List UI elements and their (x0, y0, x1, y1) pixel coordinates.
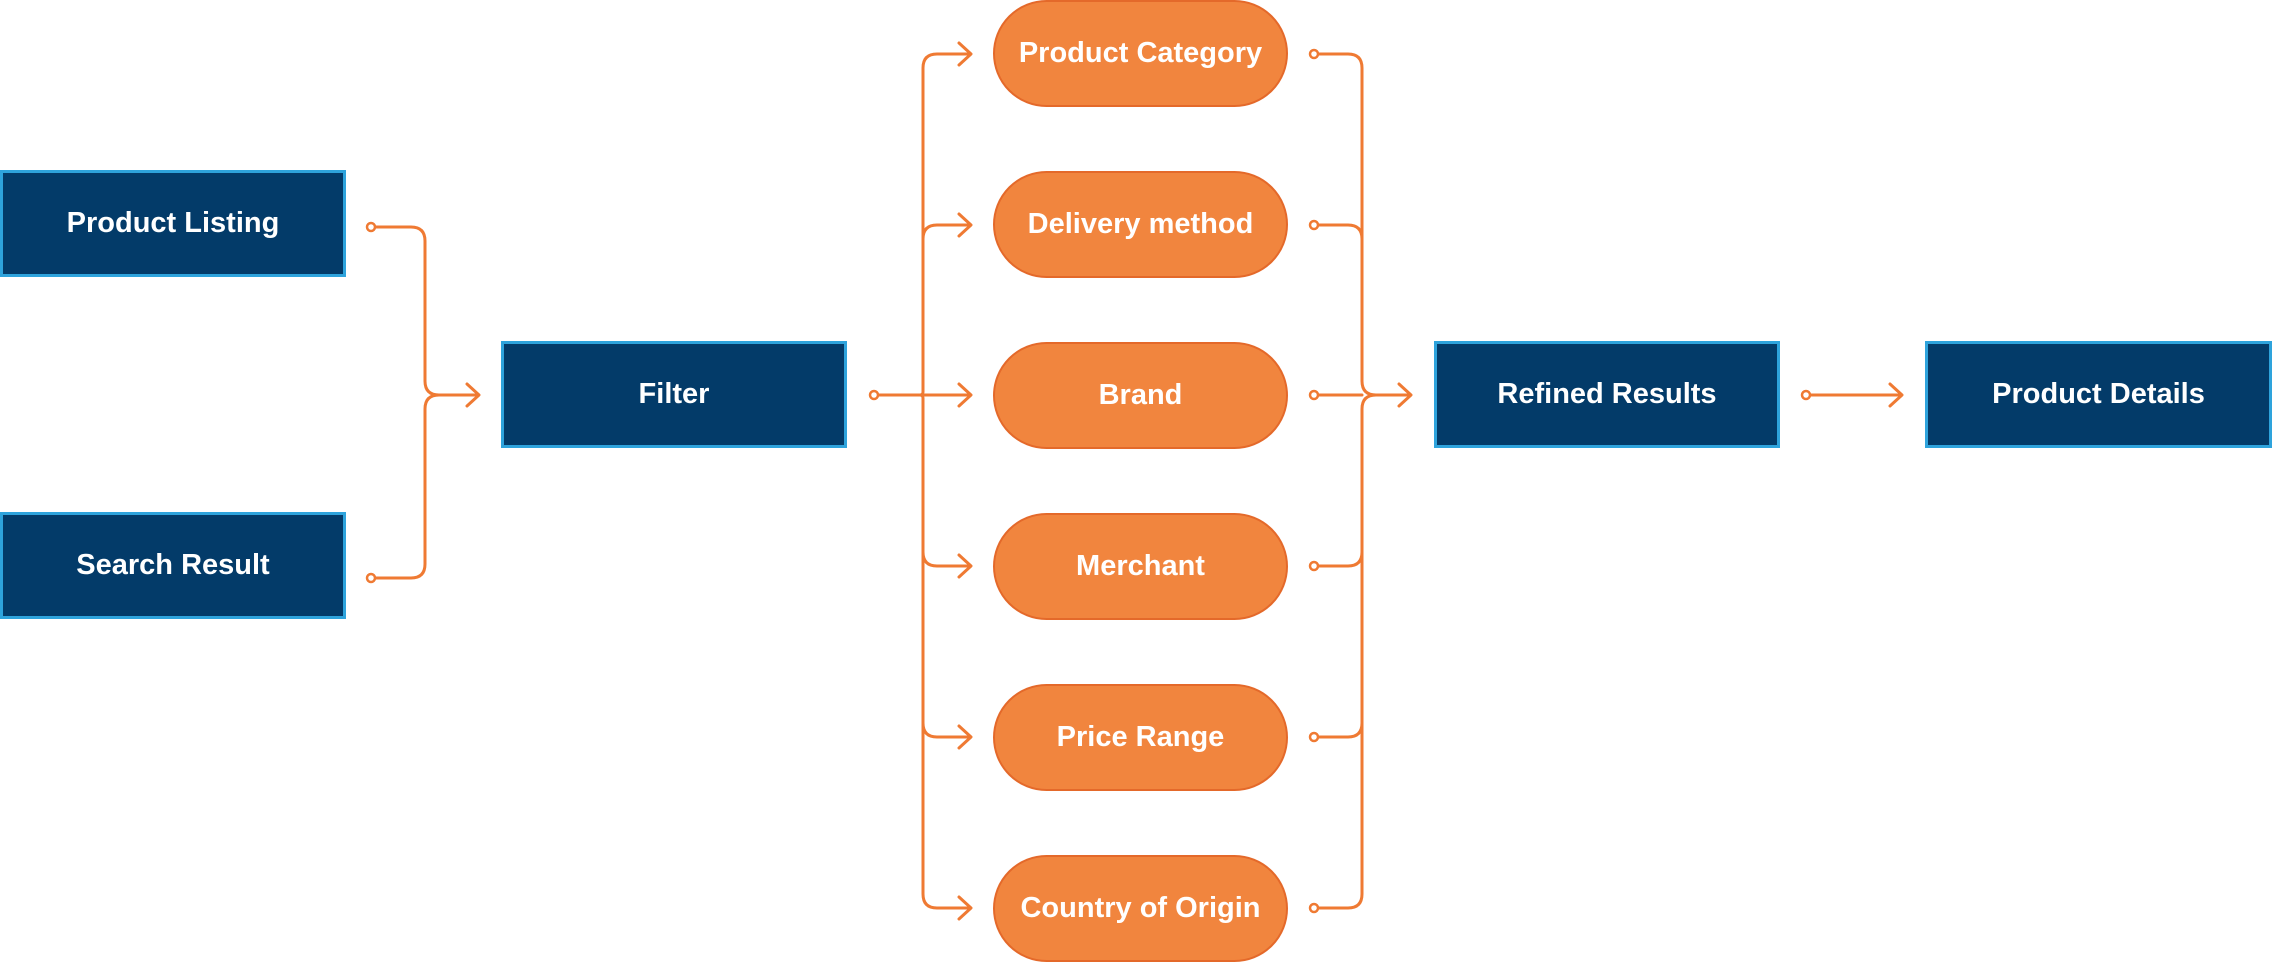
search-result-label: Search Result (76, 549, 270, 581)
connector-listing-to-filter (369, 225, 480, 397)
filter-option-label: Merchant (1076, 550, 1205, 582)
product-details-label: Product Details (1992, 378, 2205, 410)
arrowhead-details (1888, 382, 1904, 408)
filter-option-price-range[interactable]: Price Range (993, 684, 1288, 791)
filter-option-country-of-origin[interactable]: Country of Origin (993, 855, 1288, 962)
merge-from-merchant (1316, 550, 1364, 568)
filter-label: Filter (638, 378, 710, 410)
refined-results-node[interactable]: Refined Results (1434, 341, 1780, 448)
refined-results-label: Refined Results (1497, 378, 1717, 410)
arrowhead-refined (1397, 382, 1413, 408)
filter-option-product-category[interactable]: Product Category (993, 0, 1288, 107)
filter-option-label: Country of Origin (1020, 892, 1261, 924)
arrowheads-filter-options (957, 41, 973, 921)
product-details-node[interactable]: Product Details (1925, 341, 2272, 448)
filter-option-label: Price Range (1056, 721, 1225, 753)
filter-option-brand[interactable]: Brand (993, 342, 1288, 449)
filter-option-label: Delivery method (1027, 208, 1254, 240)
merge-from-country (1316, 393, 1378, 910)
search-result-node[interactable]: Search Result (0, 512, 346, 619)
product-listing-label: Product Listing (66, 207, 280, 239)
connector-start-dots (365, 48, 1812, 914)
filter-option-delivery-method[interactable]: Delivery method (993, 171, 1288, 278)
arrowhead-filter (465, 382, 481, 408)
filter-option-merchant[interactable]: Merchant (993, 513, 1288, 620)
connector-search-to-filter (369, 393, 441, 580)
filter-node[interactable]: Filter (501, 341, 847, 448)
branch-to-price (921, 721, 972, 739)
merge-from-delivery (1316, 223, 1364, 241)
merge-from-price (1316, 721, 1364, 739)
branch-to-delivery (921, 223, 972, 241)
filter-option-label: Product Category (1018, 37, 1263, 69)
branch-to-merchant (921, 550, 972, 568)
product-listing-node[interactable]: Product Listing (0, 170, 346, 277)
filter-option-label: Brand (1098, 379, 1183, 411)
